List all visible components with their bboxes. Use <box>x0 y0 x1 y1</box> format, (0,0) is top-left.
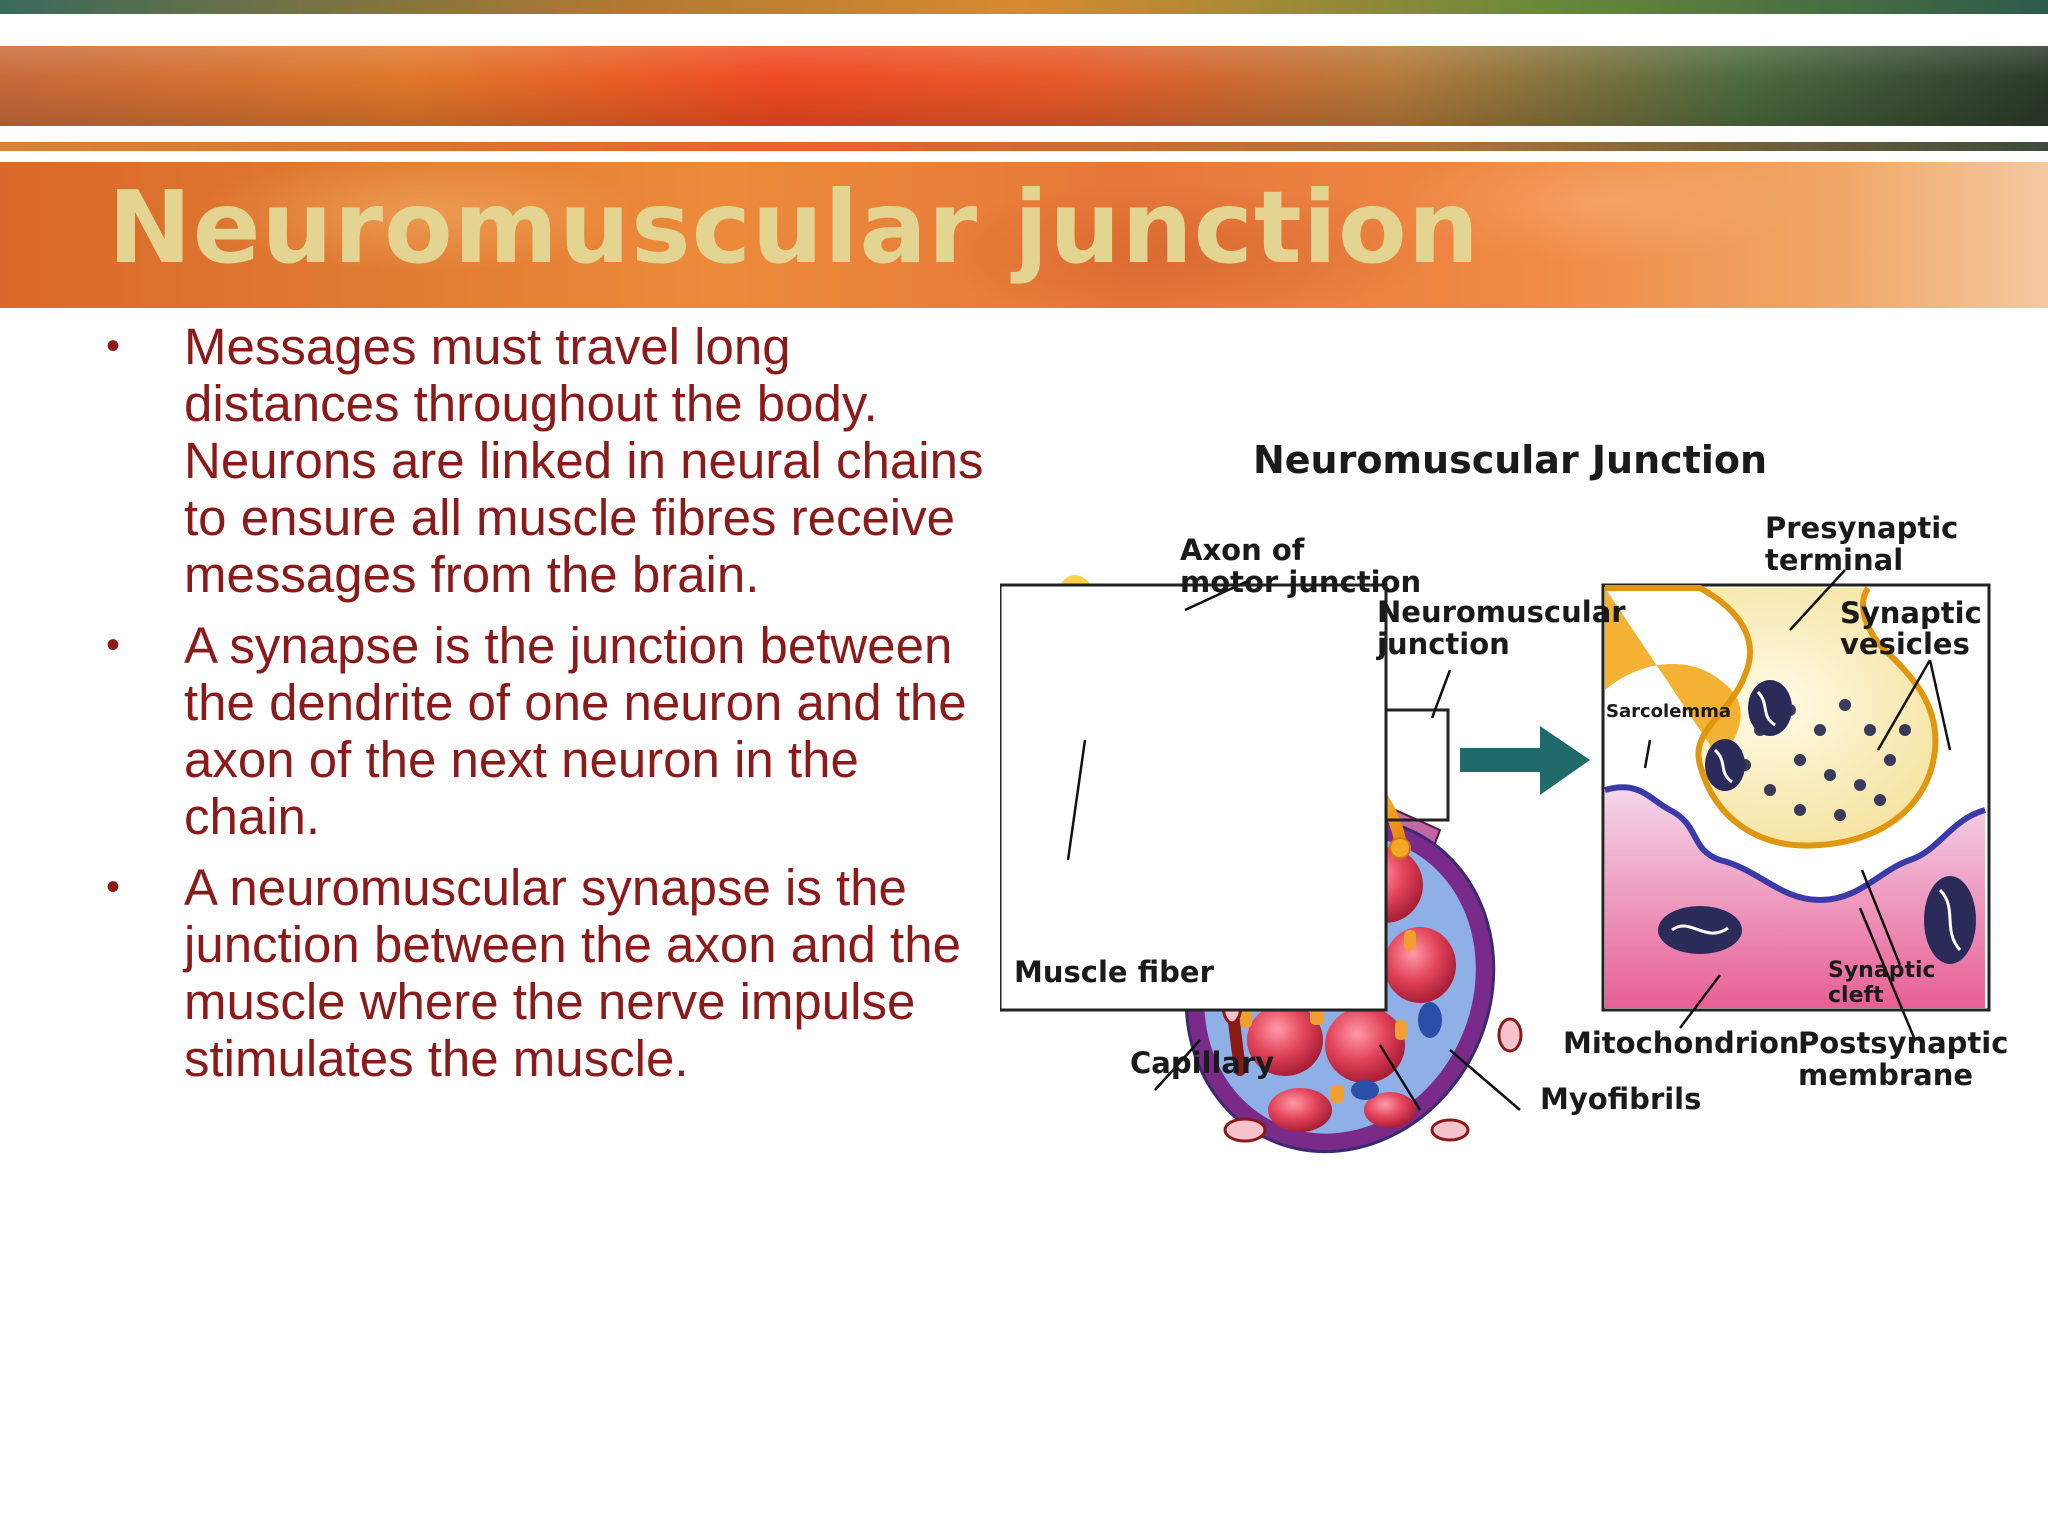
header-stripe-top <box>0 0 2048 14</box>
magnify-arrow-icon <box>1460 726 1590 795</box>
label-cleft-2: cleft <box>1828 983 1884 1008</box>
bullet-marker: • <box>106 865 121 909</box>
slide-title: Neuromuscular junction <box>108 169 1480 286</box>
label-vesicles-2: vesicles <box>1840 627 1970 661</box>
bullet-item: • Messages must travel long distances th… <box>100 318 1000 603</box>
inset-detail <box>1000 583 1991 1012</box>
title-band <box>0 162 2048 308</box>
label-postsynaptic-1: Postsynaptic <box>1798 1026 2008 1060</box>
header-stripe-thin <box>0 142 2048 151</box>
bullet-text: Messages must travel long distances thro… <box>184 318 984 603</box>
label-postsynaptic-2: membrane <box>1798 1058 1973 1092</box>
label-capillary: Capillary <box>1130 1046 1274 1080</box>
label-myofibrils: Myofibrils <box>1540 1082 1701 1116</box>
bullet-text: A neuromuscular synapse is the junction … <box>184 859 961 1087</box>
bullet-text: A synapse is the junction between the de… <box>184 617 967 845</box>
label-presynaptic-2: terminal <box>1765 543 1903 577</box>
diagram-title: Neuromuscular Junction <box>1253 438 1767 482</box>
label-presynaptic-1: Presynaptic <box>1765 511 1958 545</box>
label-mitochondrion: Mitochondrion <box>1563 1026 1800 1060</box>
label-sarcolemma: Sarcolemma <box>1606 701 1731 722</box>
label-cleft-1: Synaptic <box>1828 958 1936 983</box>
label-nmj-2: junction <box>1376 627 1510 661</box>
neuromuscular-junction-diagram: Neuromuscular Junction <box>1000 438 2008 1154</box>
label-nmj-1: Neuromuscular <box>1377 595 1626 629</box>
label-axon-2: motor junction <box>1180 565 1421 599</box>
label-vesicles-1: Synaptic <box>1840 596 1982 630</box>
label-axon-1: Axon of <box>1180 533 1305 567</box>
bullet-marker: • <box>106 324 121 368</box>
label-muscle-fiber: Muscle fiber <box>1014 955 1215 989</box>
header-stripe-gradient <box>0 46 2048 126</box>
bullet-list: • Messages must travel long distances th… <box>100 318 1000 1101</box>
bullet-item: • A neuromuscular synapse is the junctio… <box>100 859 1000 1087</box>
bullet-item: • A synapse is the junction between the … <box>100 617 1000 845</box>
bullet-marker: • <box>106 623 121 667</box>
